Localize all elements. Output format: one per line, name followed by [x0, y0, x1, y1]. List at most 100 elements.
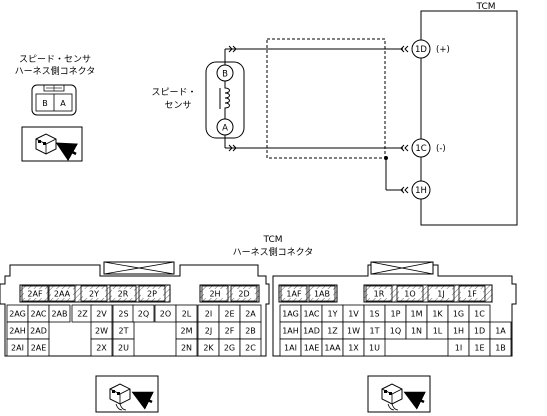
tcm-terminal-1h: 1H [411, 180, 431, 200]
left-pin-2h: 2H [201, 285, 229, 302]
right-pin-label: 1C [474, 310, 485, 319]
sensor-terminal-a-label: A [222, 124, 228, 134]
right-pin-label: 1G [453, 310, 464, 319]
left-pin-label: 2T [119, 327, 129, 336]
sensor-connector-label-line2: ハーネス側コネクタ [15, 65, 96, 77]
left-pin-2f: 2F [218, 321, 241, 340]
right-pin-label: 1R [374, 290, 385, 299]
tcm-box [420, 10, 518, 226]
left-pin-label: 2Q [138, 310, 149, 319]
left-pin-label: 2AC [30, 310, 46, 319]
tcm-title: TCM [475, 2, 495, 12]
right-pin-label: 1N [411, 327, 422, 336]
left-pin-2l: 2L [175, 304, 198, 323]
left-pin-label: 2B [245, 327, 256, 336]
right-pin-1v: 1V [342, 304, 365, 323]
right-pin-1a: 1A [489, 321, 512, 340]
right-pin-1q: 1Q [384, 321, 407, 340]
right-pin-label: 1S [369, 310, 379, 319]
left-pin-2t: 2T [112, 321, 135, 340]
left-pin-2ah: 2AH [6, 321, 29, 340]
left-pin-label: 2D [238, 290, 249, 299]
right-pin-label: 1T [370, 327, 380, 336]
right-pin-1af: 1AF [280, 285, 308, 302]
left-pin-2q: 2Q [132, 304, 155, 323]
right-pin-label: 1O [404, 290, 415, 299]
left-pin-2d: 2D [230, 285, 258, 302]
right-pin-label: 1H [453, 327, 464, 336]
left-pin-2w: 2W [90, 321, 113, 340]
right-pin-1n: 1N [405, 321, 428, 340]
left-pin-label: 2AG [9, 310, 26, 319]
left-pin-label: 2R [118, 290, 129, 299]
left-connector-view-icon [95, 375, 159, 413]
left-pin-2s: 2S [112, 304, 135, 323]
tcm-terminal-1d-sign: (+) [436, 45, 450, 55]
right-pin-1ad: 1AD [300, 321, 323, 340]
left-pin-label: 2P [147, 290, 157, 299]
right-pin-label: 1AE [304, 344, 320, 353]
left-pin-label: 2AD [30, 327, 47, 336]
left-pin-2g: 2G [218, 338, 241, 357]
left-pin-label: 2Z [77, 310, 88, 319]
left-connector-outline [0, 264, 270, 357]
left-pin-label: 2AA [54, 290, 71, 299]
sensor-connector-pin-b: B [42, 99, 48, 108]
tcm-terminal-1c-sign: (-) [436, 144, 446, 154]
left-pin-2j: 2J [197, 321, 220, 340]
right-pin-1j: 1J [427, 285, 455, 302]
left-pin-2z: 2Z [71, 304, 94, 323]
left-pin-label: 2K [203, 344, 214, 353]
sensor-terminal-b-label: B [222, 70, 228, 80]
right-pin-1d: 1D [468, 321, 491, 340]
tcm-terminal-1d-label: 1D [415, 45, 427, 55]
left-pin-label: 2V [96, 310, 107, 319]
left-pin-2ac: 2AC [27, 304, 50, 323]
tcm-terminal-1d: 1D (+) [411, 39, 450, 59]
right-pin-1g: 1G [447, 304, 470, 323]
right-pin-label: 1AC [303, 310, 319, 319]
left-pin-2ae: 2AE [27, 338, 50, 357]
left-pin-2b: 2B [239, 321, 262, 340]
right-pin-label: 1AD [303, 327, 320, 336]
tcm-connector-label-line2: ハーネス側コネクタ [233, 246, 314, 258]
right-pin-1ag: 1AG [279, 304, 302, 323]
left-pin-2x: 2X [90, 338, 113, 357]
left-pin-2af: 2AF [21, 285, 49, 302]
right-pin-1aa: 1AA [321, 338, 344, 357]
left-pin-label: 2AI [11, 344, 24, 353]
speed-sensor: スピード・ センサ B A [151, 61, 245, 139]
left-pin-2ab: 2AB [48, 304, 71, 323]
right-pin-label: 1U [369, 344, 380, 353]
left-pin-2ad: 2AD [27, 321, 50, 340]
sensor-connector-pin-a: A [60, 99, 66, 108]
tcm-terminal-1c-label: 1C [415, 144, 426, 154]
right-pin-label: 1F [467, 290, 477, 299]
left-pin-label: 2A [245, 310, 256, 319]
left-pin-label: 2J [205, 327, 212, 336]
right-pin-label: 1X [348, 344, 359, 353]
right-pin-1t: 1T [363, 321, 386, 340]
left-pin-label: 2G [224, 344, 235, 353]
right-pin-label: 1P [391, 310, 401, 319]
right-pin-1f: 1F [458, 285, 486, 302]
right-pin-1z: 1Z [321, 321, 344, 340]
left-pin-label: 2C [245, 344, 256, 353]
sensor-coil-icon [224, 81, 230, 119]
left-pin-2k: 2K [197, 338, 220, 357]
right-pin-label: 1AB [314, 290, 330, 299]
right-pin-1u: 1U [363, 338, 386, 357]
right-pin-label: 1L [433, 327, 443, 336]
left-pin-2p: 2P [138, 285, 166, 302]
right-pin-label: 1A [495, 327, 506, 336]
right-pin-1ac: 1AC [300, 304, 323, 323]
right-pin-1w: 1W [342, 321, 365, 340]
wire-connector-marks [228, 45, 409, 194]
right-pin-1r: 1R [365, 285, 393, 302]
left-pin-2u: 2U [112, 338, 135, 357]
left-pin-label: 2O [160, 310, 171, 319]
connector-view-icon [21, 126, 83, 162]
left-pin-2ag: 2AG [6, 304, 29, 323]
